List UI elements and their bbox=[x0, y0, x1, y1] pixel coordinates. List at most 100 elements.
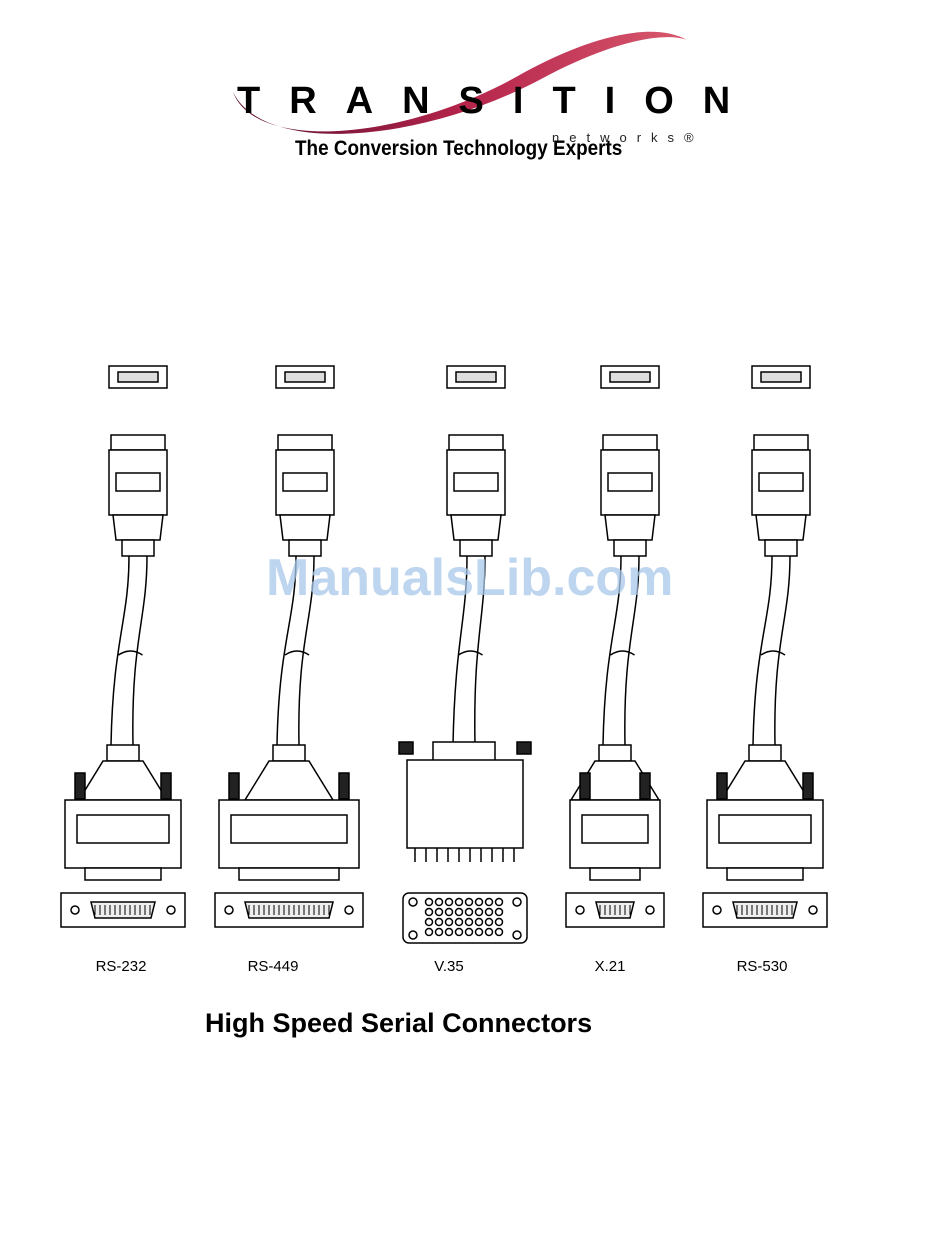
bottom-boot bbox=[749, 745, 781, 761]
face-pin bbox=[456, 919, 463, 926]
face-hole bbox=[576, 906, 584, 914]
face-pin bbox=[466, 919, 473, 926]
face-pin bbox=[486, 909, 493, 916]
top-plug-strain bbox=[605, 515, 655, 540]
connector-x21 bbox=[566, 366, 664, 927]
latch-right bbox=[161, 773, 171, 799]
connector-label-x21: X.21 bbox=[550, 958, 670, 975]
face-pin bbox=[486, 929, 493, 936]
bottom-shell bbox=[727, 868, 803, 880]
latch-right bbox=[339, 773, 349, 799]
face-pin bbox=[476, 919, 483, 926]
top-face-pins bbox=[285, 372, 325, 382]
face-pin bbox=[466, 899, 473, 906]
face-hole bbox=[513, 931, 521, 939]
face-pin bbox=[426, 909, 433, 916]
top-plug-strain bbox=[451, 515, 501, 540]
face-pin bbox=[436, 899, 443, 906]
thumbscrew-right bbox=[517, 742, 531, 754]
watermark: ManualsLib.com bbox=[266, 548, 673, 608]
latch-left bbox=[717, 773, 727, 799]
face-pin bbox=[476, 899, 483, 906]
top-plug-collar bbox=[449, 435, 503, 450]
bottom-shell bbox=[590, 868, 640, 880]
bottom-boot bbox=[433, 742, 495, 762]
face-hole bbox=[409, 931, 417, 939]
top-face-pins bbox=[118, 372, 158, 382]
face-pin bbox=[446, 919, 453, 926]
face-pin bbox=[436, 919, 443, 926]
connector-rs449 bbox=[215, 366, 363, 927]
face-pin bbox=[446, 929, 453, 936]
connector-label-rs449: RS-449 bbox=[213, 958, 333, 975]
latch-left bbox=[229, 773, 239, 799]
face-pin bbox=[426, 929, 433, 936]
cable-kink bbox=[285, 651, 309, 655]
top-plug-strain bbox=[280, 515, 330, 540]
bottom-label bbox=[231, 815, 347, 843]
face-hole bbox=[646, 906, 654, 914]
cable-kink bbox=[119, 651, 143, 655]
face-hole bbox=[409, 898, 417, 906]
face-pin bbox=[426, 919, 433, 926]
bottom-label bbox=[719, 815, 811, 843]
bottom-shell bbox=[85, 868, 161, 880]
latch-right bbox=[803, 773, 813, 799]
top-plug-label bbox=[608, 473, 652, 491]
connector-label-v35: V.35 bbox=[389, 958, 509, 975]
connector-rs232 bbox=[61, 366, 185, 927]
bottom-label bbox=[77, 815, 169, 843]
bottom-hood bbox=[721, 761, 809, 800]
face-hole bbox=[71, 906, 79, 914]
top-plug-collar bbox=[111, 435, 165, 450]
latch-left bbox=[75, 773, 85, 799]
face-pin bbox=[486, 919, 493, 926]
face-pin bbox=[496, 899, 503, 906]
face-pin bbox=[466, 929, 473, 936]
face-hole bbox=[809, 906, 817, 914]
bottom-hood bbox=[245, 761, 333, 800]
bottom-label bbox=[582, 815, 648, 843]
top-plug-label bbox=[283, 473, 327, 491]
cable-kink bbox=[761, 651, 785, 655]
top-plug-collar bbox=[278, 435, 332, 450]
face-pin bbox=[446, 899, 453, 906]
face-pin bbox=[446, 909, 453, 916]
top-plug-strain bbox=[756, 515, 806, 540]
face-pin bbox=[476, 929, 483, 936]
face-pin bbox=[426, 899, 433, 906]
face-pin bbox=[436, 909, 443, 916]
bottom-hood bbox=[79, 761, 167, 800]
latch-left bbox=[580, 773, 590, 799]
top-plug-boot bbox=[122, 540, 154, 556]
thumbscrew-left bbox=[399, 742, 413, 754]
top-plug-label bbox=[759, 473, 803, 491]
face-hole bbox=[345, 906, 353, 914]
bottom-face bbox=[403, 893, 527, 943]
face-pin bbox=[496, 929, 503, 936]
bottom-shell bbox=[239, 868, 339, 880]
top-plug-collar bbox=[754, 435, 808, 450]
top-face-pins bbox=[610, 372, 650, 382]
connector-label-rs530: RS-530 bbox=[702, 958, 822, 975]
cable-kink bbox=[459, 651, 483, 655]
face-pin bbox=[466, 909, 473, 916]
bottom-boot bbox=[599, 745, 631, 761]
face-pin bbox=[456, 909, 463, 916]
top-face-pins bbox=[456, 372, 496, 382]
latch-right bbox=[640, 773, 650, 799]
top-plug-boot bbox=[765, 540, 797, 556]
face-hole bbox=[225, 906, 233, 914]
face-pin bbox=[496, 909, 503, 916]
face-hole bbox=[513, 898, 521, 906]
face-pin bbox=[436, 929, 443, 936]
top-plug-strain bbox=[113, 515, 163, 540]
face-pin bbox=[476, 909, 483, 916]
top-plug-collar bbox=[603, 435, 657, 450]
top-plug-label bbox=[454, 473, 498, 491]
top-face-pins bbox=[761, 372, 801, 382]
face-pin bbox=[496, 919, 503, 926]
top-plug-label bbox=[116, 473, 160, 491]
face-pin bbox=[456, 929, 463, 936]
